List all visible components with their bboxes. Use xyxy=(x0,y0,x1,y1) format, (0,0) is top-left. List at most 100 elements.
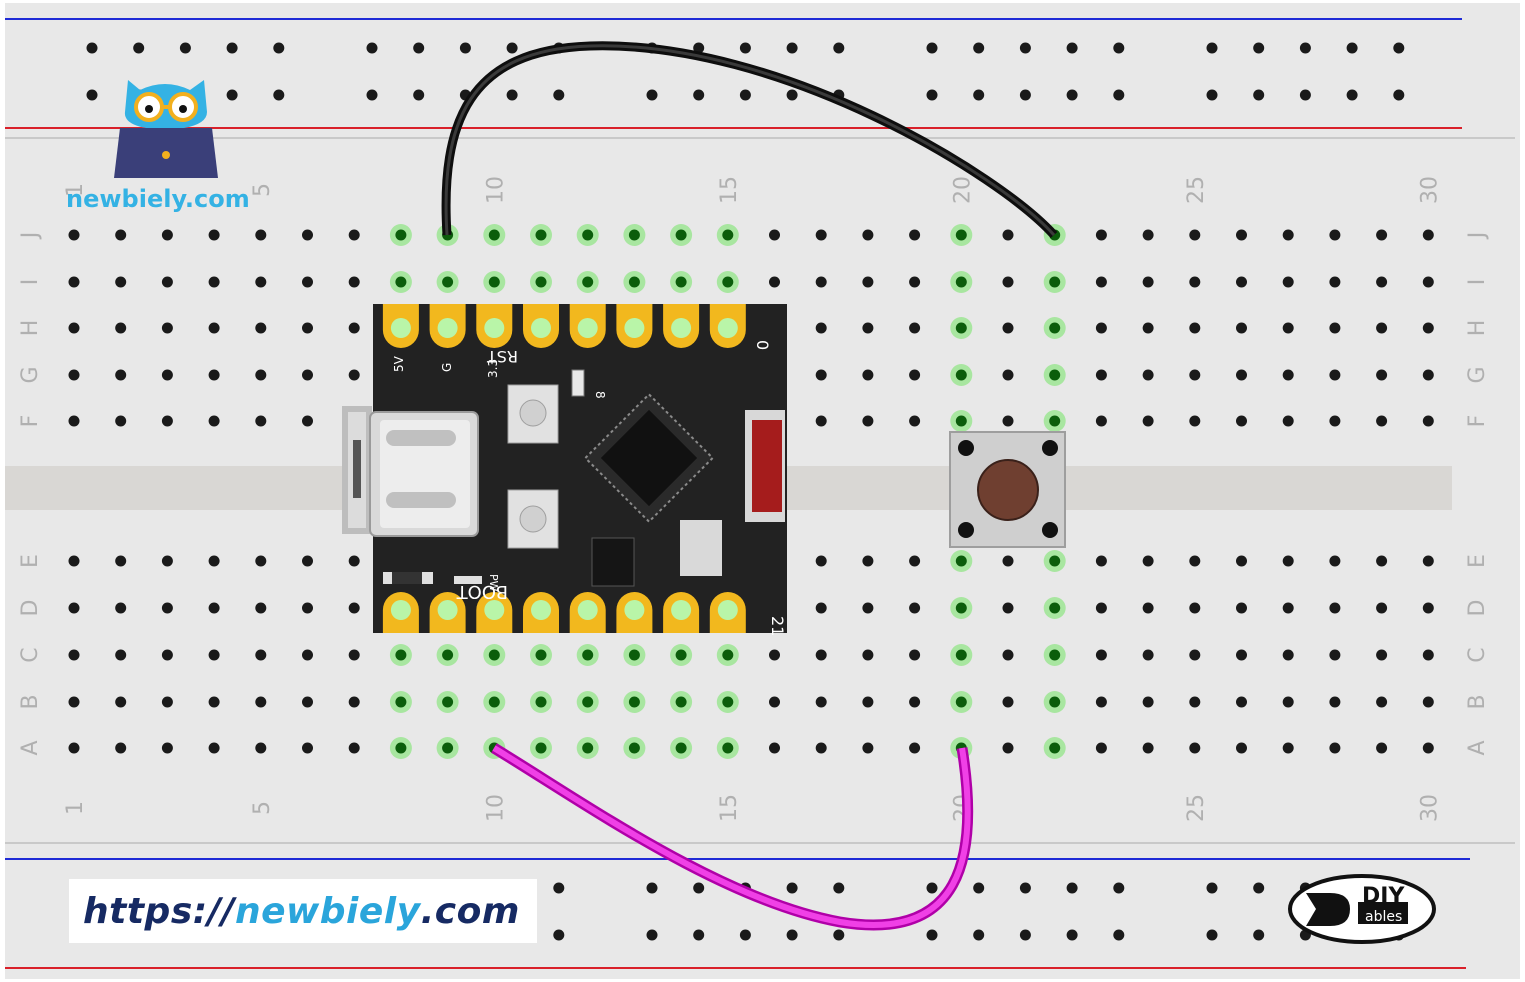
breadboard-hole[interactable] xyxy=(1236,696,1247,708)
rail-hole[interactable] xyxy=(1206,42,1218,54)
rail-hole[interactable] xyxy=(739,89,751,101)
breadboard-hole[interactable] xyxy=(675,696,687,708)
breadboard-hole[interactable] xyxy=(1282,602,1294,614)
breadboard-hole[interactable] xyxy=(1236,369,1247,381)
breadboard-hole[interactable] xyxy=(815,555,827,567)
breadboard-hole[interactable] xyxy=(1095,229,1107,241)
breadboard-hole[interactable] xyxy=(815,229,827,241)
rail-hole[interactable] xyxy=(739,42,751,54)
rail-hole[interactable] xyxy=(1346,89,1358,101)
breadboard-hole[interactable] xyxy=(675,742,687,754)
breadboard-hole[interactable] xyxy=(1095,276,1107,288)
breadboard-hole[interactable] xyxy=(302,229,313,241)
breadboard-hole[interactable] xyxy=(1095,415,1107,427)
rail-hole[interactable] xyxy=(1066,89,1078,101)
breadboard-hole[interactable] xyxy=(862,369,874,381)
breadboard-hole[interactable] xyxy=(115,696,127,708)
breadboard-hole[interactable] xyxy=(955,369,967,381)
breadboard-hole[interactable] xyxy=(488,649,500,661)
breadboard-hole[interactable] xyxy=(395,696,407,708)
rail-hole[interactable] xyxy=(1113,882,1125,894)
breadboard-hole[interactable] xyxy=(208,229,220,241)
breadboard-hole[interactable] xyxy=(1236,229,1247,241)
breadboard-hole[interactable] xyxy=(68,742,80,754)
rail-hole[interactable] xyxy=(413,89,425,101)
breadboard-hole[interactable] xyxy=(955,322,967,334)
breadboard-hole[interactable] xyxy=(1422,276,1434,288)
breadboard-hole[interactable] xyxy=(1282,555,1294,567)
breadboard-hole[interactable] xyxy=(675,649,687,661)
breadboard-hole[interactable] xyxy=(1282,322,1294,334)
breadboard-hole[interactable] xyxy=(348,369,360,381)
breadboard-hole[interactable] xyxy=(115,555,127,567)
rail-hole[interactable] xyxy=(226,89,238,101)
button-cap[interactable] xyxy=(977,459,1039,521)
breadboard-hole[interactable] xyxy=(1376,602,1388,614)
breadboard-hole[interactable] xyxy=(68,696,80,708)
breadboard-hole[interactable] xyxy=(722,742,734,754)
breadboard-hole[interactable] xyxy=(115,322,127,334)
breadboard-hole[interactable] xyxy=(488,229,500,241)
rail-hole[interactable] xyxy=(1113,929,1125,941)
breadboard-hole[interactable] xyxy=(862,229,874,241)
breadboard-hole[interactable] xyxy=(862,276,874,288)
breadboard-hole[interactable] xyxy=(255,649,267,661)
rail-hole[interactable] xyxy=(366,42,378,54)
rail-hole[interactable] xyxy=(1019,89,1031,101)
breadboard-hole[interactable] xyxy=(1189,696,1201,708)
breadboard-hole[interactable] xyxy=(255,555,267,567)
microcontroller-board[interactable]: 5V G 3.3 RST BOOT 0 21 8 PW xyxy=(342,304,787,636)
rail-hole[interactable] xyxy=(973,882,985,894)
breadboard-hole[interactable] xyxy=(302,555,313,567)
breadboard-hole[interactable] xyxy=(1002,555,1014,567)
rail-hole[interactable] xyxy=(1066,42,1078,54)
breadboard-hole[interactable] xyxy=(1376,555,1388,567)
breadboard-hole[interactable] xyxy=(1189,229,1201,241)
breadboard-hole[interactable] xyxy=(1422,415,1434,427)
breadboard-hole[interactable] xyxy=(1142,369,1154,381)
breadboard-hole[interactable] xyxy=(1095,649,1107,661)
breadboard-hole[interactable] xyxy=(442,649,454,661)
breadboard-hole[interactable] xyxy=(1049,276,1061,288)
breadboard-hole[interactable] xyxy=(161,742,173,754)
rail-hole[interactable] xyxy=(86,42,98,54)
rail-hole[interactable] xyxy=(413,42,425,54)
breadboard-hole[interactable] xyxy=(1049,415,1061,427)
rail-hole[interactable] xyxy=(1253,882,1265,894)
breadboard-hole[interactable] xyxy=(255,229,267,241)
rail-hole[interactable] xyxy=(1019,882,1031,894)
breadboard-hole[interactable] xyxy=(302,369,313,381)
breadboard-hole[interactable] xyxy=(161,276,173,288)
breadboard-hole[interactable] xyxy=(862,415,874,427)
breadboard-hole[interactable] xyxy=(395,649,407,661)
rail-hole[interactable] xyxy=(973,929,985,941)
breadboard-hole[interactable] xyxy=(909,229,921,241)
breadboard-hole[interactable] xyxy=(1189,742,1201,754)
rail-hole[interactable] xyxy=(273,89,285,101)
breadboard-hole[interactable] xyxy=(302,649,313,661)
breadboard-hole[interactable] xyxy=(1329,555,1341,567)
breadboard-hole[interactable] xyxy=(1002,742,1014,754)
breadboard-hole[interactable] xyxy=(161,555,173,567)
breadboard-hole[interactable] xyxy=(395,276,407,288)
breadboard-hole[interactable] xyxy=(68,555,80,567)
breadboard-hole[interactable] xyxy=(115,415,127,427)
breadboard-hole[interactable] xyxy=(68,602,80,614)
breadboard-hole[interactable] xyxy=(115,229,127,241)
breadboard-hole[interactable] xyxy=(161,369,173,381)
breadboard-hole[interactable] xyxy=(955,276,967,288)
breadboard-hole[interactable] xyxy=(769,742,780,754)
breadboard-hole[interactable] xyxy=(348,322,360,334)
breadboard-hole[interactable] xyxy=(442,696,454,708)
breadboard-hole[interactable] xyxy=(1422,649,1434,661)
breadboard-hole[interactable] xyxy=(1282,415,1294,427)
breadboard-hole[interactable] xyxy=(909,649,921,661)
rail-hole[interactable] xyxy=(506,89,518,101)
breadboard-hole[interactable] xyxy=(255,322,267,334)
rail-hole[interactable] xyxy=(693,882,705,894)
rail-hole[interactable] xyxy=(786,89,798,101)
breadboard-hole[interactable] xyxy=(68,369,80,381)
breadboard-hole[interactable] xyxy=(909,415,921,427)
breadboard-hole[interactable] xyxy=(1049,322,1061,334)
breadboard-hole[interactable] xyxy=(955,229,967,241)
